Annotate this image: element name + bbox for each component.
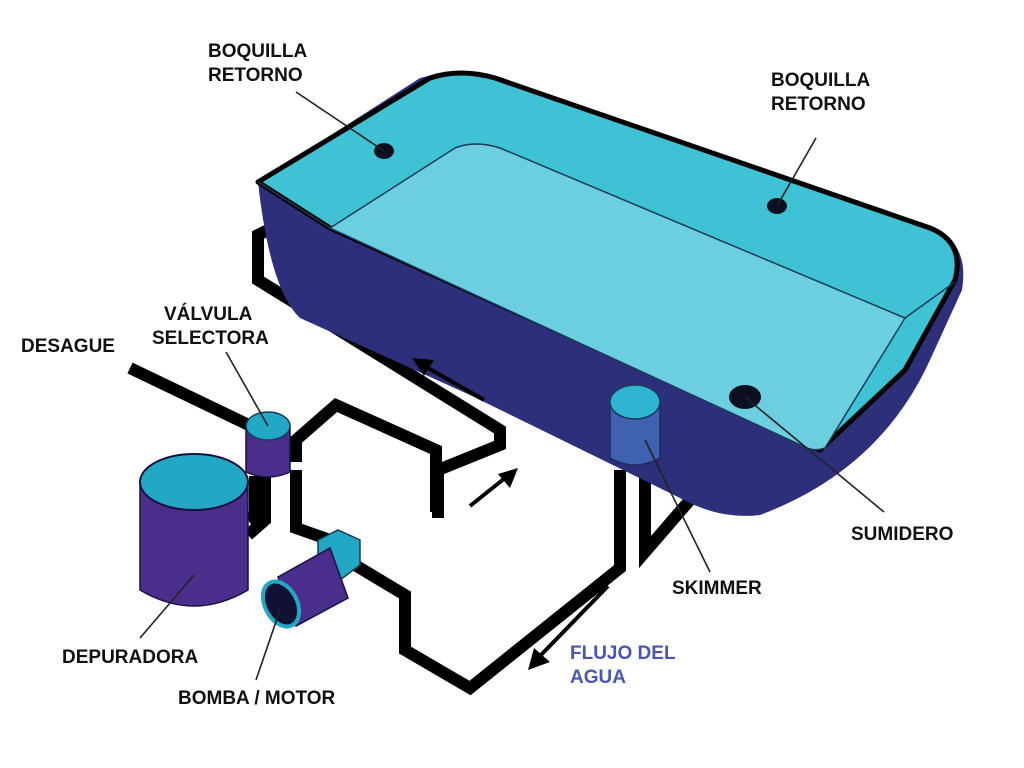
label-boquilla-retorno-right-line2: RETORNO [771, 94, 866, 115]
motor-end [260, 579, 302, 629]
filter-top [139, 453, 249, 511]
label-flujo-del-agua-line1: FLUJO DEL [570, 643, 676, 664]
pool [255, 70, 964, 516]
label-boquilla-retorno-right-line1: BOQUILLA [771, 70, 870, 91]
label-skimmer: SKIMMER [672, 578, 762, 599]
filter-body [139, 481, 249, 607]
flow-arrows [412, 358, 610, 670]
label-boquilla-retorno-left-line1: BOQUILLA [208, 41, 307, 62]
label-flujo-del-agua-line2: AGUA [570, 667, 626, 688]
pool-rim-edge [257, 181, 956, 319]
labels: BOQUILLA RETORNO BOQUILLA RETORNO VÁLVUL… [21, 41, 953, 709]
label-sumidero: SUMIDERO [851, 524, 953, 545]
drain-pipe [127, 362, 258, 434]
pipe-network [127, 222, 695, 696]
label-desague: DESAGUE [21, 336, 115, 357]
label-bomba-motor: BOMBA / MOTOR [178, 688, 336, 709]
arrow-upper-left [412, 358, 485, 402]
filter-valve-pipe-2 [244, 476, 261, 525]
return-pipe [290, 470, 332, 546]
label-boquilla-retorno-left-line2: RETORNO [208, 65, 303, 86]
skimmer-body [609, 401, 661, 466]
skimmer [609, 384, 661, 466]
label-depuradora: DEPURADORA [62, 647, 198, 668]
skimmer-top [609, 384, 661, 420]
suction-pipe-sump [639, 470, 695, 569]
label-valvula-selectora-line2: SELECTORA [152, 328, 269, 349]
selector-valve [245, 411, 291, 478]
arrow-middle-right [468, 468, 518, 508]
arrow-lower-left [528, 584, 610, 670]
suction-pipe [351, 470, 626, 696]
label-valvula-selectora-line1: VÁLVULA [164, 303, 253, 325]
filter-valve-pipe [244, 476, 271, 540]
filter-depuradora [139, 453, 249, 607]
return-pipe-mid [290, 397, 442, 512]
pump-motor [260, 529, 361, 629]
leader-lines [139, 91, 885, 681]
